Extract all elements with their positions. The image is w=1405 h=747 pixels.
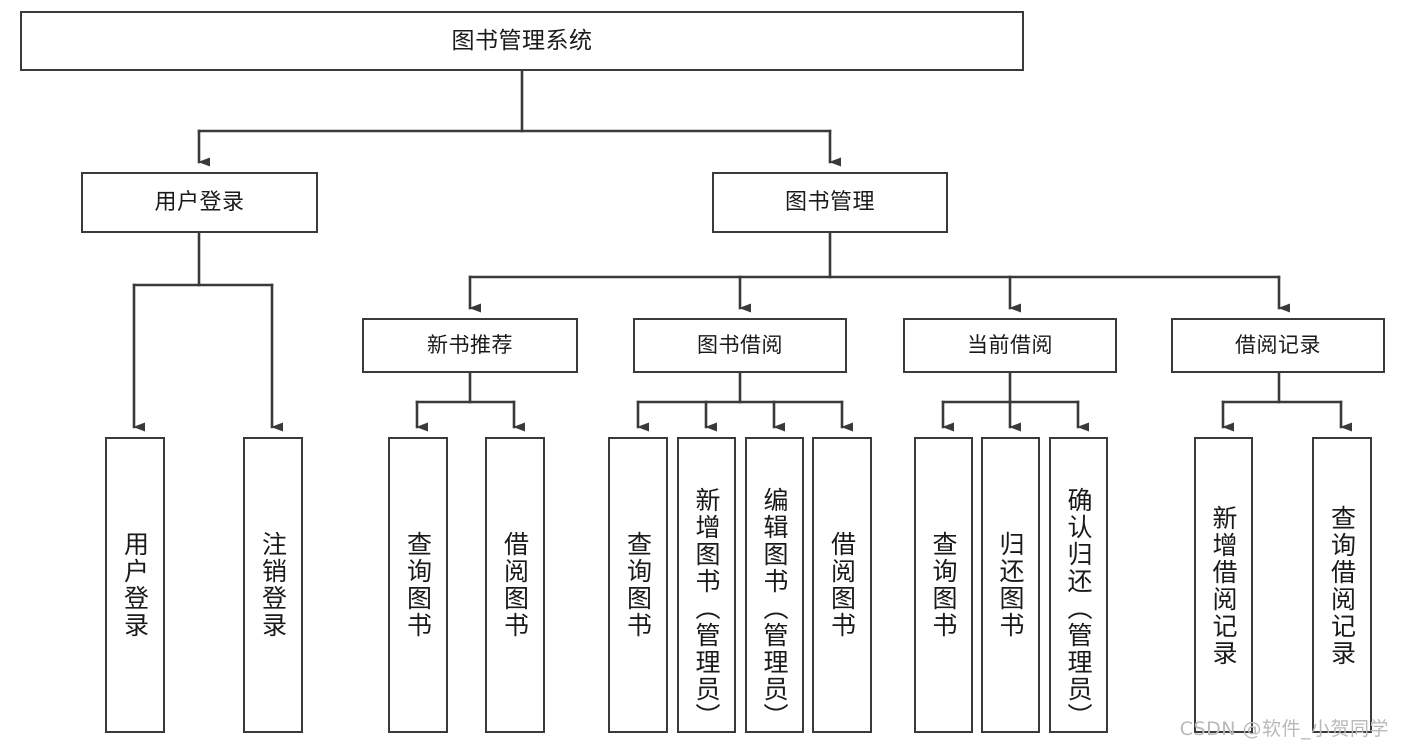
leaf-new-book-query-book[interactable]: 查询图书 xyxy=(388,437,448,733)
node-label: 借阅记录 xyxy=(1235,333,1321,358)
leaf-new-book-borrow-book[interactable]: 借阅图书 xyxy=(485,437,545,733)
node-label: 查询借阅记录 xyxy=(1327,505,1357,667)
leaf-book-borrow-borrow-book[interactable]: 借阅图书 xyxy=(812,437,872,733)
node-label: 查询图书 xyxy=(929,531,958,639)
node-label: 借阅图书 xyxy=(827,531,857,639)
node-label: 查询图书 xyxy=(403,531,433,639)
node-label: 查询图书 xyxy=(623,531,653,639)
leaf-current-borrow-query-book[interactable]: 查询图书 xyxy=(914,437,973,733)
node-label: 图书管理系统 xyxy=(451,27,593,54)
leaf-current-borrow-confirm-return-admin[interactable]: 确认归还（管理员） xyxy=(1049,437,1108,733)
leaf-user-login-logout[interactable]: 注销登录 xyxy=(243,437,303,733)
leaf-book-borrow-add-book-admin[interactable]: 新增图书（管理员） xyxy=(677,437,736,733)
node-label: 用户登录 xyxy=(120,531,150,639)
leaf-borrow-record-query-record[interactable]: 查询借阅记录 xyxy=(1312,437,1372,733)
node-new-book-recommend[interactable]: 新书推荐 xyxy=(362,318,578,373)
node-label: 借阅图书 xyxy=(500,531,530,639)
node-borrow-record[interactable]: 借阅记录 xyxy=(1171,318,1385,373)
node-book-management[interactable]: 图书管理 xyxy=(712,172,948,233)
node-book-borrow[interactable]: 图书借阅 xyxy=(633,318,847,373)
node-label: 新增借阅记录 xyxy=(1209,505,1238,667)
node-label: 注销登录 xyxy=(258,531,288,639)
watermark-text: CSDN @软件_小贺同学 xyxy=(1179,718,1389,740)
node-label: 新增图书（管理员） xyxy=(692,487,721,730)
node-label: 当前借阅 xyxy=(967,333,1053,358)
node-current-borrow[interactable]: 当前借阅 xyxy=(903,318,1117,373)
node-label: 图书借阅 xyxy=(697,333,783,358)
node-label: 编辑图书（管理员） xyxy=(760,487,789,730)
leaf-book-borrow-query-book[interactable]: 查询图书 xyxy=(608,437,668,733)
leaf-user-login-login[interactable]: 用户登录 xyxy=(105,437,165,733)
node-root-book-management-system[interactable]: 图书管理系统 xyxy=(20,11,1024,71)
node-label: 用户登录 xyxy=(154,189,245,215)
leaf-current-borrow-return-book[interactable]: 归还图书 xyxy=(981,437,1040,733)
node-label: 归还图书 xyxy=(996,531,1025,639)
leaf-book-borrow-edit-book-admin[interactable]: 编辑图书（管理员） xyxy=(745,437,804,733)
node-user-login[interactable]: 用户登录 xyxy=(81,172,318,233)
node-label: 图书管理 xyxy=(784,189,875,215)
node-label: 确认归还（管理员） xyxy=(1064,487,1093,730)
node-label: 新书推荐 xyxy=(427,333,513,358)
leaf-borrow-record-add-record[interactable]: 新增借阅记录 xyxy=(1194,437,1253,733)
